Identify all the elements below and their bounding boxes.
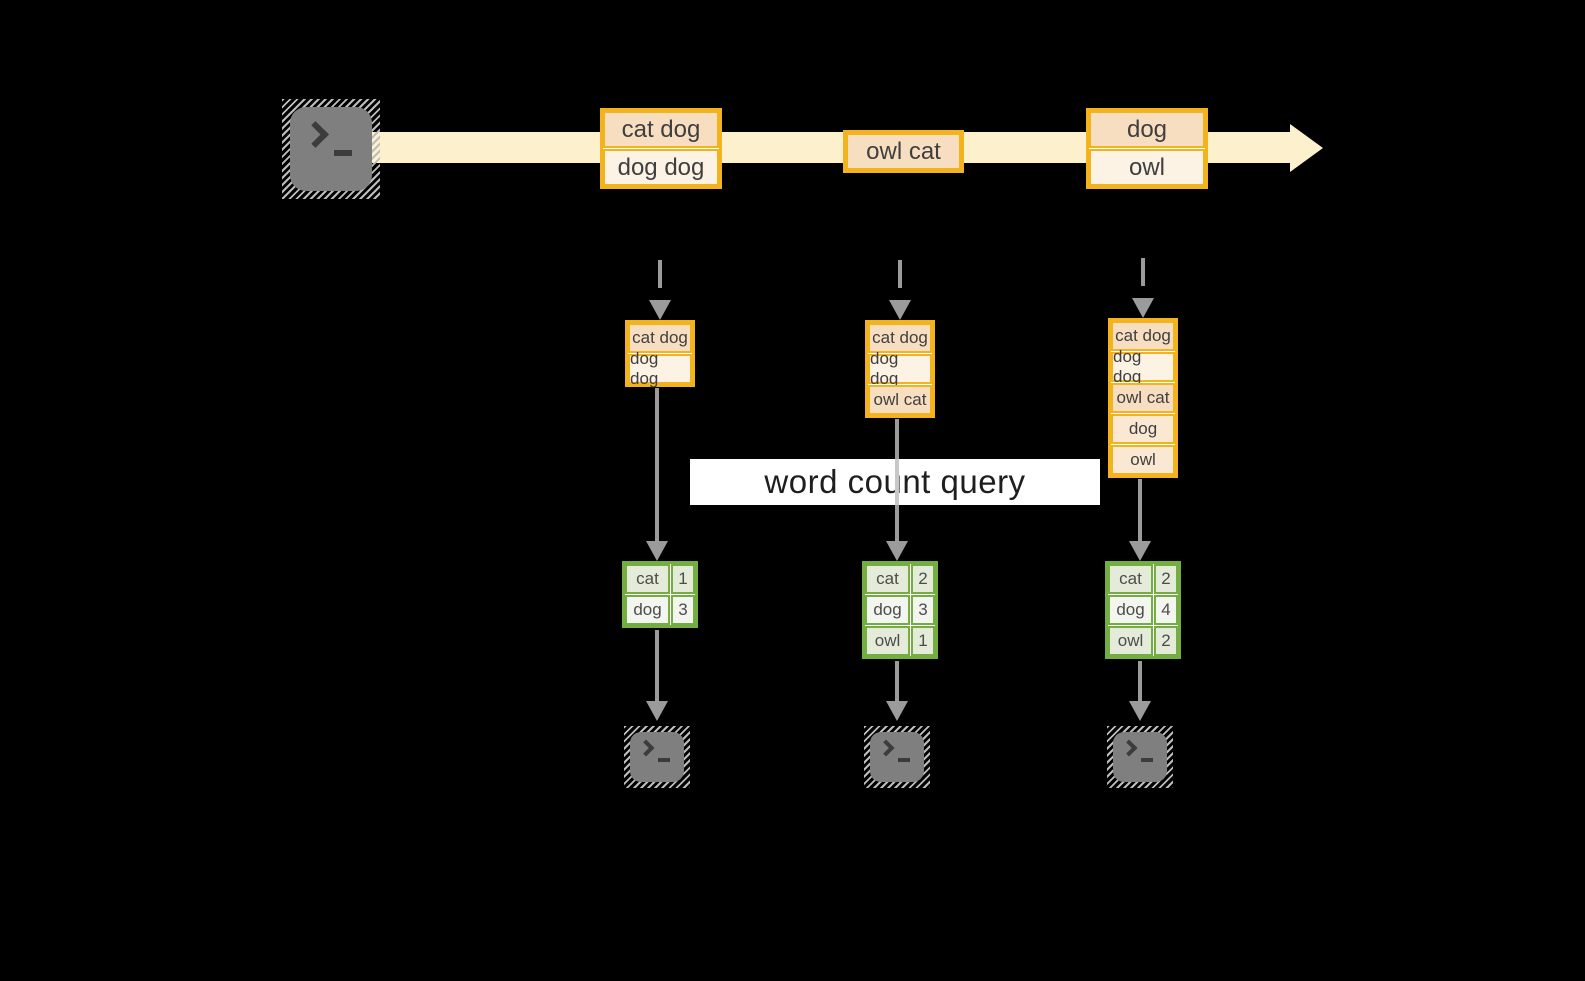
word-cell: cat [1108,564,1153,594]
stream-event-box: dog owl [1086,108,1208,189]
count-cell: 4 [1154,595,1178,625]
state-row: dog dog [868,349,932,388]
count-cell: 2 [1154,564,1178,594]
word-cell: dog [1108,595,1153,625]
count-cell: 2 [1154,626,1178,656]
word-cell: dog [625,595,670,625]
terminal-screen [630,732,684,782]
table-row: owl 1 [865,626,935,656]
stream-event-box: owl cat [843,130,964,173]
terminal-screen [290,107,372,191]
dashed-arrow [898,260,902,288]
prompt-chevron-icon [637,739,655,757]
table-row: owl 2 [1108,626,1178,656]
connector-line [1138,661,1142,703]
word-cell: dog [865,595,910,625]
connector-line [655,388,659,543]
arrow-down-icon [1132,298,1154,318]
count-cell: 1 [911,626,935,656]
connector-line [895,505,899,543]
output-terminal-icon [624,726,690,788]
state-row: cat dog [1111,321,1175,351]
count-cell: 1 [671,564,695,594]
terminal-screen [1113,732,1167,782]
stream-event-row: owl [1089,149,1205,186]
prompt-chevron-icon [877,739,895,757]
arrow-down-icon [646,701,668,721]
dashed-arrow [658,260,662,288]
count-cell: 2 [911,564,935,594]
state-row: dog [1111,414,1175,444]
state-row: cat dog [628,323,692,353]
connector-line [895,419,899,459]
result-table: cat 2 dog 3 owl 1 [862,561,938,659]
result-table: cat 2 dog 4 owl 2 [1105,561,1181,659]
stream-event-row: dog dog [603,149,719,186]
state-row: owl [1111,445,1175,475]
count-cell: 3 [911,595,935,625]
state-row: owl cat [868,385,932,415]
output-terminal-icon [864,726,930,788]
table-row: cat 2 [865,564,935,594]
state-row: dog dog [628,349,692,388]
prompt-underscore-icon [658,758,670,762]
state-box: cat dog dog dog [625,320,695,388]
arrow-down-icon [646,541,668,561]
arrow-down-icon [1129,701,1151,721]
arrow-down-icon [886,701,908,721]
word-cell: owl [865,626,910,656]
prompt-chevron-icon [302,121,329,148]
arrow-down-icon [886,541,908,561]
table-row: dog 4 [1108,595,1178,625]
state-row: cat dog [868,323,932,353]
stream-event-row: dog [1089,111,1205,148]
table-row: dog 3 [865,595,935,625]
prompt-underscore-icon [334,150,352,156]
terminal-screen [870,732,924,782]
connector-line [895,661,899,703]
table-row: cat 1 [625,564,695,594]
count-cell: 3 [671,595,695,625]
word-cell: cat [865,564,910,594]
arrow-down-icon [889,300,911,320]
connector-line [895,459,899,505]
state-row: dog dog [1111,347,1175,386]
arrow-down-icon [649,300,671,320]
word-cell: owl [1108,626,1153,656]
stream-event-row: owl cat [846,133,961,170]
prompt-underscore-icon [898,758,910,762]
state-box: cat dog dog dog owl cat dog owl [1108,318,1178,478]
state-row: owl cat [1111,383,1175,413]
connector-line [655,630,659,703]
arrow-down-icon [1129,541,1151,561]
arrow-right-icon [1290,124,1323,172]
state-box: cat dog dog dog owl cat [865,320,935,418]
word-cell: cat [625,564,670,594]
prompt-chevron-icon [1120,739,1138,757]
result-table: cat 1 dog 3 [622,561,698,628]
output-terminal-icon [1107,726,1173,788]
table-row: dog 3 [625,595,695,625]
connector-line [1138,479,1142,543]
prompt-underscore-icon [1141,758,1153,762]
table-row: cat 2 [1108,564,1178,594]
stream-event-row: cat dog [603,111,719,148]
stream-event-box: cat dog dog dog [600,108,722,189]
source-terminal-icon [282,99,380,199]
dashed-arrow [1141,258,1145,286]
